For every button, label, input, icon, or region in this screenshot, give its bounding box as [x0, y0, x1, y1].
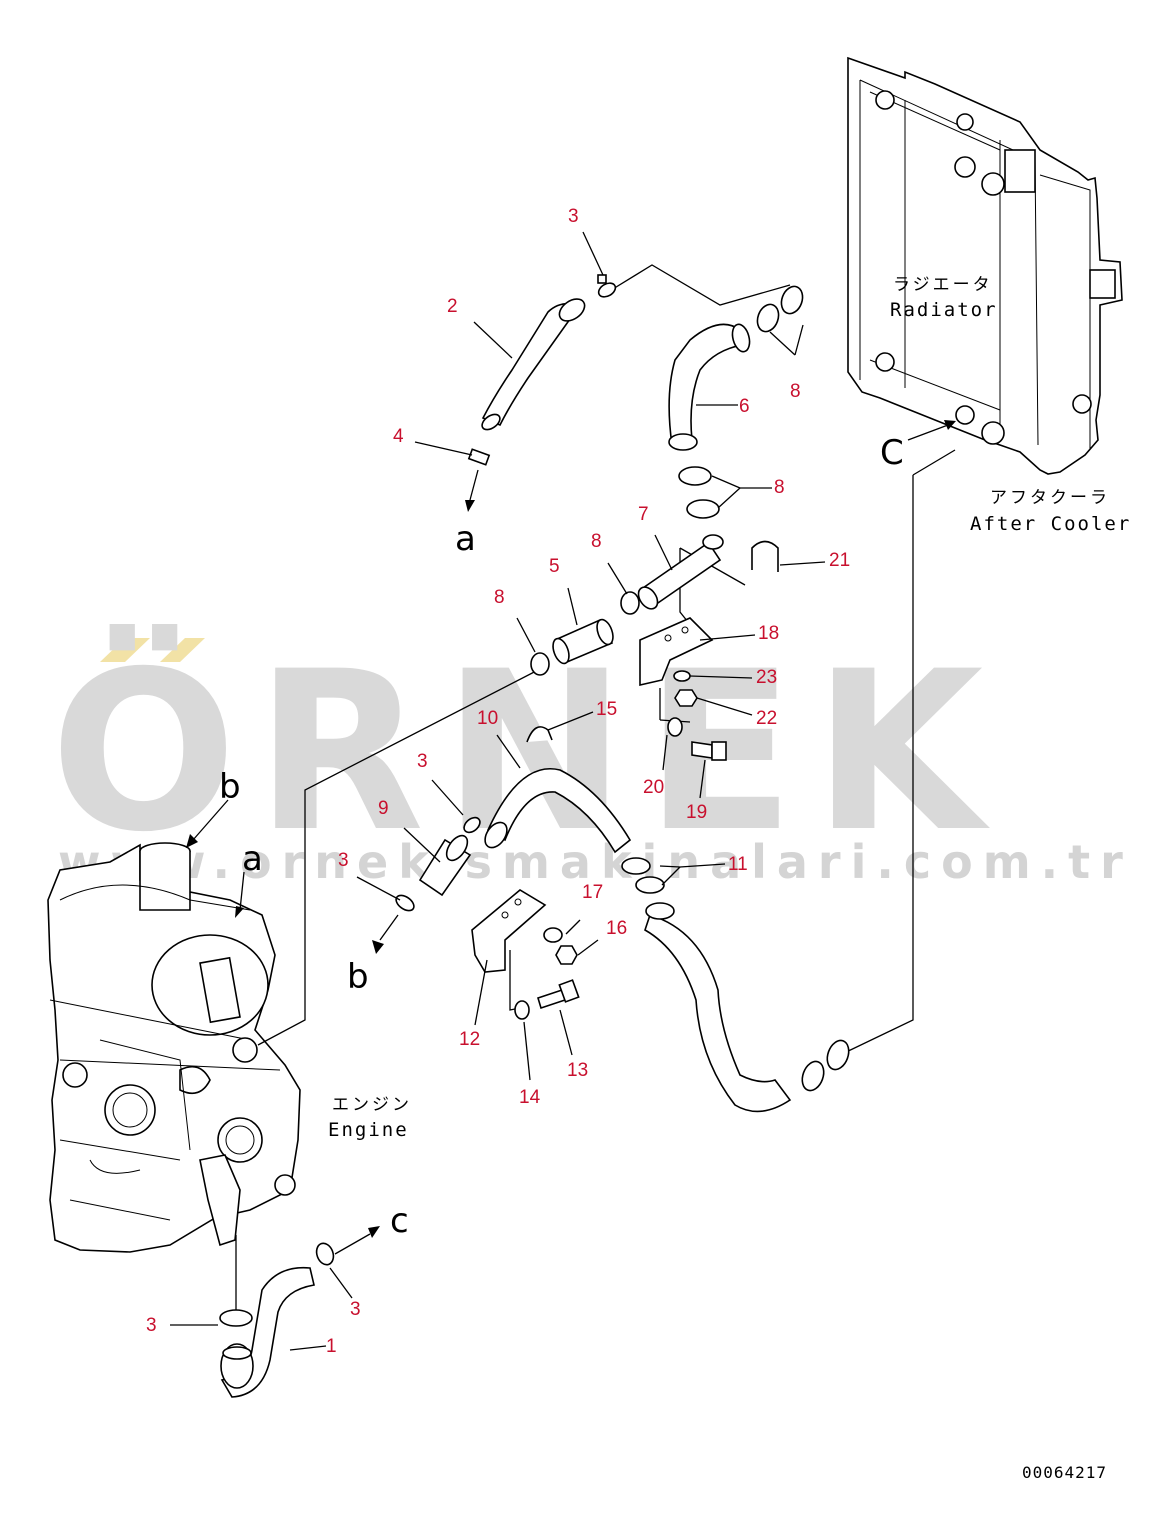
- letter-c-radiator: C: [880, 433, 904, 473]
- part-hose-9: [418, 834, 472, 897]
- part-callouts: 3 2 4 6 8 8 7 8 21 5 8 18 23 15 22 10 3 …: [146, 206, 850, 1357]
- letter-c-engine: c: [390, 1201, 409, 1241]
- part-washer-17: [543, 927, 563, 943]
- leader-lines: [170, 231, 826, 1351]
- part-nut-16: [555, 945, 578, 965]
- radiator-assembly: ラジエータ Radiator: [847, 56, 1123, 475]
- part-washer-14: [514, 1000, 530, 1020]
- engine-label-jp: エンジン: [332, 1095, 412, 1115]
- callout-22: 22: [756, 708, 777, 729]
- callout-3-top: 3: [568, 206, 579, 227]
- part-clamps-11: [621, 857, 665, 894]
- letter-b-top: b: [219, 767, 241, 807]
- part-clip-15: [526, 726, 553, 743]
- part-clamp-3-top: [597, 274, 617, 298]
- callout-19: 19: [686, 802, 707, 823]
- callout-4: 4: [393, 426, 404, 447]
- part-hose-1: [220, 1266, 315, 1398]
- connection-letters: a b a b C c: [219, 433, 904, 1241]
- drawing-code: 00064217: [1022, 1463, 1107, 1482]
- engine-assembly: エンジン Engine: [47, 842, 412, 1253]
- part-bolt-13: [537, 979, 580, 1010]
- callout-3-bottom-right: 3: [350, 1299, 361, 1320]
- callout-8-lower: 8: [494, 587, 505, 608]
- callout-6: 6: [739, 396, 750, 417]
- part-hose-6: [668, 323, 751, 451]
- part-clamp-8-left: [620, 591, 640, 615]
- callout-3-left: 3: [338, 850, 349, 871]
- part-u-bolt-21: [751, 540, 779, 572]
- part-clamp-3-left: [372, 894, 415, 954]
- callout-3-mid: 3: [417, 751, 428, 772]
- callout-15: 15: [596, 699, 617, 720]
- part-clamp-8-lower: [530, 652, 550, 676]
- callout-21: 21: [829, 550, 850, 571]
- callout-8-left: 8: [591, 531, 602, 552]
- part-hose-5: [552, 618, 614, 665]
- after-cooler-label-en: After Cooler: [970, 513, 1131, 535]
- callout-11: 11: [728, 854, 748, 875]
- callout-20: 20: [643, 777, 664, 798]
- callout-9: 9: [378, 798, 389, 819]
- radiator-label-en: Radiator: [890, 299, 998, 321]
- callout-8-mid: 8: [774, 477, 785, 498]
- callout-13: 13: [567, 1060, 588, 1081]
- callout-5: 5: [549, 556, 560, 577]
- part-pipe-7: [637, 534, 724, 610]
- callout-14: 14: [519, 1087, 541, 1108]
- callout-7: 7: [638, 504, 649, 525]
- callout-16: 16: [606, 918, 627, 939]
- part-nut-22: [674, 689, 698, 707]
- callout-23: 23: [756, 667, 777, 688]
- part-clamp-3-mid: [463, 816, 481, 834]
- part-bracket-12: [471, 889, 547, 973]
- callout-8-upper: 8: [790, 381, 801, 402]
- part-clamps-8-mid: [678, 466, 720, 519]
- callout-10: 10: [477, 708, 498, 729]
- callout-17: 17: [582, 882, 603, 903]
- part-bolt-19: [691, 741, 727, 761]
- watermark-url: www.ornekismakinalari.com.tr: [58, 835, 1133, 889]
- engine-label-en: Engine: [328, 1119, 409, 1141]
- part-hose-10: [484, 768, 632, 854]
- part-fitting-4: [465, 448, 491, 512]
- callout-3-bottom-left: 3: [146, 1315, 157, 1336]
- callout-2: 2: [447, 296, 458, 317]
- letter-b-bottom: b: [347, 957, 369, 997]
- part-washer-20: [667, 717, 683, 737]
- part-clamps-8-upper: [756, 285, 804, 333]
- callout-1: 1: [326, 1336, 337, 1357]
- letter-a-top: a: [455, 519, 476, 559]
- watermark-umlaut-right: [160, 638, 205, 662]
- letter-a-engine: a: [242, 839, 263, 879]
- part-clamp-3-bottom-right: [315, 1226, 380, 1266]
- after-cooler-label-jp: アフタクーラ: [990, 488, 1110, 508]
- part-hose-2: [481, 298, 586, 431]
- part-hose-lower-right: [644, 902, 850, 1113]
- radiator-label-jp: ラジエータ: [893, 275, 993, 295]
- part-clamp-3-bottom-left: [219, 1309, 253, 1327]
- watermark: ÖRNEK www.ornekismakinalari.com.tr: [50, 624, 1133, 889]
- callout-18: 18: [758, 623, 779, 644]
- part-washer-23: [673, 670, 691, 682]
- part-bracket-18: [639, 617, 714, 687]
- watermark-brand: ÖRNEK: [50, 624, 1001, 880]
- watermark-umlaut-left: [100, 638, 150, 662]
- callout-12: 12: [459, 1029, 480, 1050]
